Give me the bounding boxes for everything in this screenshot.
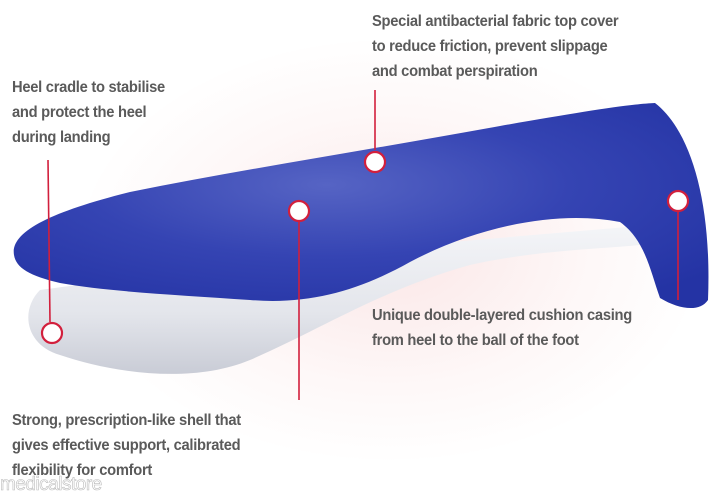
callout-line: Heel cradle to stabilise	[12, 79, 165, 96]
callout-shell: Strong, prescription-like shell that giv…	[12, 408, 241, 483]
callout-line: Strong, prescription-like shell that	[12, 412, 241, 429]
callout-line: and combat perspiration	[372, 63, 538, 80]
callout-line: Special antibacterial fabric top cover	[372, 13, 619, 30]
callout-line: during landing	[12, 129, 111, 146]
callout-cushion: Unique double-layered cushion casing fro…	[372, 303, 632, 353]
callout-line: gives effective support, calibrated	[12, 437, 241, 454]
blue-top-cover	[13, 103, 709, 309]
marker-cushion	[666, 189, 690, 213]
marker-shell	[287, 199, 311, 223]
cushion-shell	[28, 225, 670, 374]
heel-line	[47, 159, 51, 323]
watermark: medicalstore	[0, 474, 103, 496]
callout-line: flexibility for comfort	[12, 462, 153, 479]
callout-line: to reduce friction, prevent slippage	[372, 38, 608, 55]
callout-line: Unique double-layered cushion casing	[372, 307, 632, 324]
marker-top-cover	[363, 150, 387, 174]
callout-line: from heel to the ball of the foot	[372, 332, 579, 349]
callout-top-cover: Special antibacterial fabric top cover t…	[372, 9, 619, 84]
callout-line: and protect the heel	[12, 104, 147, 121]
marker-heel	[40, 321, 64, 345]
callout-heel-cradle: Heel cradle to stabilise and protect the…	[12, 75, 165, 150]
callout-lines	[47, 90, 679, 400]
